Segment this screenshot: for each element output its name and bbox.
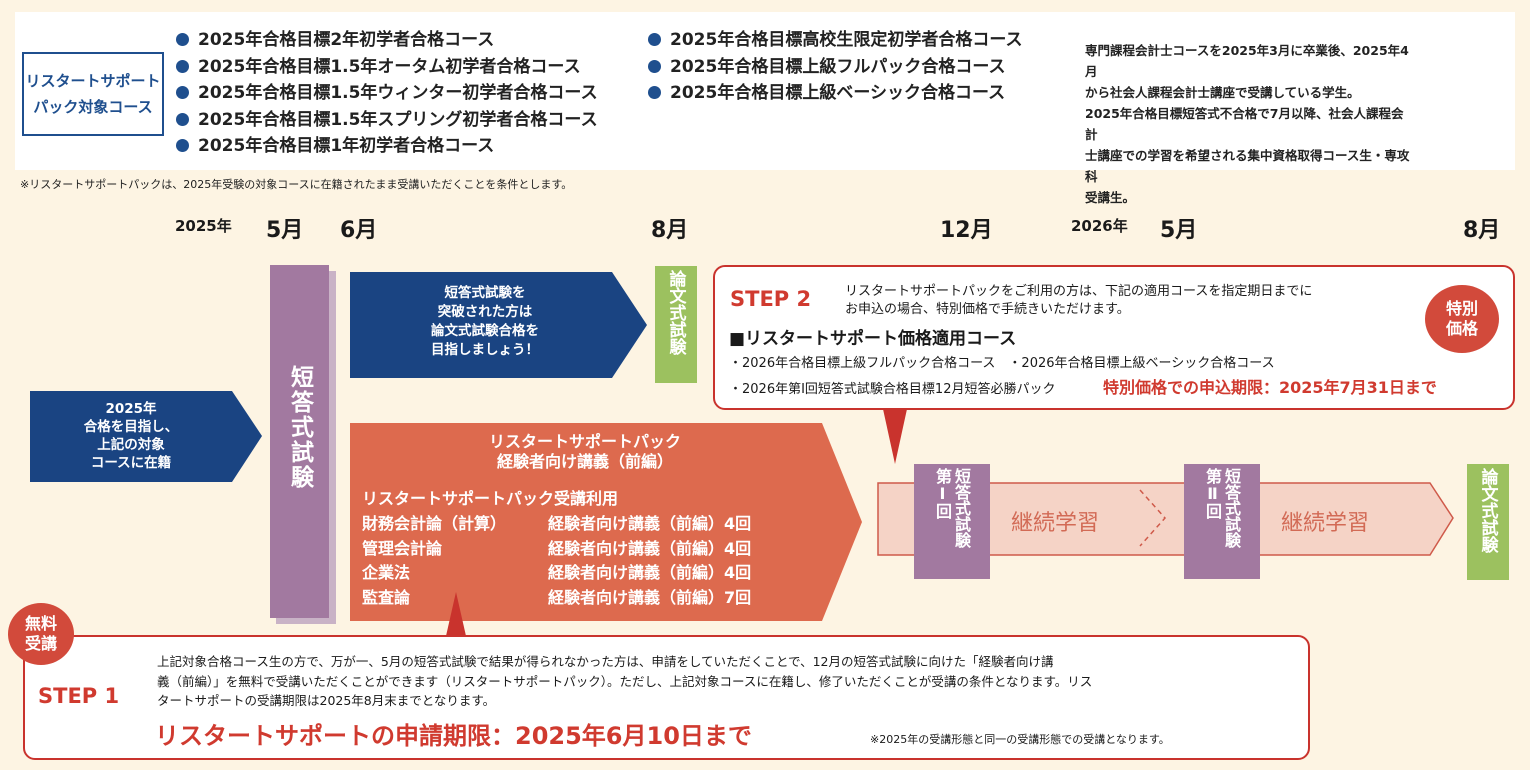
free-badge: 無料 受講 [8,603,74,665]
month-label: 5月 [266,218,304,243]
course-item: 2025年合格目標上級ベーシック合格コース [648,80,1022,107]
eligibility-note: 専門課程会計士コースを2025年3月に卒業後、2025年4月 から社会人課程会計… [1085,43,1410,205]
continue-chevron [1139,489,1167,547]
step1-panel [23,635,1310,760]
continue-study-1: 継続学習 [1011,511,1100,536]
step1-deadline: リスタートサポートの申請期限：2025年6月10日まで [155,722,752,750]
passed-arrow [350,272,647,378]
target-label-line: パック対象コース [33,98,153,116]
step2-panel [713,265,1515,410]
step2-heading: ■リスタートサポート価格適用コース [729,329,1017,349]
bullet-icon [648,59,661,73]
bullet-icon [648,33,661,46]
tanto-exam-2: 第Ⅱ回短答式試験 [1184,464,1260,579]
footnote: ※リスタートサポートパックは、2025年受験の対象コースに在籍されたまま受講いた… [20,178,573,191]
course-item: 2025年合格目標1.5年スプリング初学者合格コース [176,107,598,134]
step1-description: 上記対象合格コース生の方で、万が一、5月の短答式試験で結果が得られなかった方は、… [157,654,1093,708]
bullet-icon [176,112,189,126]
pack-usage: リスタートサポートパック受講利用 [362,489,619,508]
step2-description: リスタートサポートパックをご利用の方は、下記の適用コースを指定期日までに お申込… [845,284,1313,317]
course-list-left: 2025年合格目標2年初学者合格コース 2025年合格目標1.5年オータム初学者… [176,27,598,160]
pack-row: 企業法経験者向け講義（前編）4回 [362,563,752,582]
course-list-right: 2025年合格目標高校生限定初学者合格コース 2025年合格目標上級フルパック合… [648,27,1022,107]
month-label: 5月 [1160,218,1198,243]
pack-row: 財務会計論（計算）経験者向け講義（前編）4回 [362,514,752,533]
bullet-icon [176,59,189,73]
continue-arrow [877,482,1454,556]
step2-label: STEP 2 [730,287,812,311]
month-label: 8月 [1463,218,1501,243]
month-label: 12月 [940,218,993,243]
year-label-2025: 2025年 [175,217,232,235]
month-label: 8月 [651,218,689,243]
year-label-2026: 2026年 [1071,217,1128,235]
step2-deadline: 特別価格での申込期限：2025年7月31日まで [1103,378,1437,397]
target-course-panel [15,12,1515,170]
bullet-icon [176,139,189,152]
enroll-text: 2025年 合格を目指し、 上記の対象 コースに在籍 [83,401,179,471]
course-item: 2025年合格目標上級フルパック合格コース [648,54,1022,81]
bullet-icon [648,86,661,99]
course-item: 2025年合格目標1.5年オータム初学者合格コース [176,54,598,81]
tanto-exam-may: 短答式試験 [270,265,329,618]
month-label: 6月 [340,218,378,243]
course-item: 2025年合格目標2年初学者合格コース [176,27,598,54]
step1-label: STEP 1 [38,684,120,708]
course-item: 2025年合格目標1.5年ウィンター初学者合格コース [176,80,598,107]
ronbun-exam-2026: 論文式試験 [1467,464,1509,580]
course-item: 2025年合格目標1年初学者合格コース [176,133,598,160]
enroll-arrow [30,391,262,482]
pack-title: リスタートサポートパック 経験者向け講義（前編） [488,432,681,471]
tanto-exam-1: 第Ⅰ回短答式試験 [914,464,990,579]
pack-row: 監査論経験者向け講義（前編）7回 [362,587,752,607]
step1-pointer [446,592,466,636]
step2-course-line: ・2026年合格目標上級フルパック合格コース ・2026年合格目標上級ベーシック… [729,356,1275,371]
target-course-label: リスタートサポート パック対象コース [22,52,164,136]
special-price-badge: 特別 価格 [1425,285,1499,353]
step2-pointer [883,409,907,464]
step1-note: ※2025年の受講形態と同一の受講形態での受講となります。 [870,733,1170,746]
ronbun-exam-2025: 論文式試験 [655,266,697,383]
continue-study-2: 継続学習 [1281,511,1370,536]
target-label-line: リスタートサポート [25,72,161,90]
pack-table: 財務会計論（計算）経験者向け講義（前編）4回 管理会計論経験者向け講義（前編）4… [362,512,751,610]
course-item: 2025年合格目標高校生限定初学者合格コース [648,27,1022,54]
pack-row: 管理会計論経験者向け講義（前編）4回 [362,538,752,558]
pack-arrow [350,423,862,621]
bullet-icon [176,86,189,99]
passed-text: 短答式試験を 突破された方は 論文式試験合格を 目指しましょう！ [431,285,539,358]
bullet-icon [176,33,189,46]
step2-course-line: ・2026年第Ⅰ回短答式試験合格目標12月短答必勝パック [729,382,1056,397]
